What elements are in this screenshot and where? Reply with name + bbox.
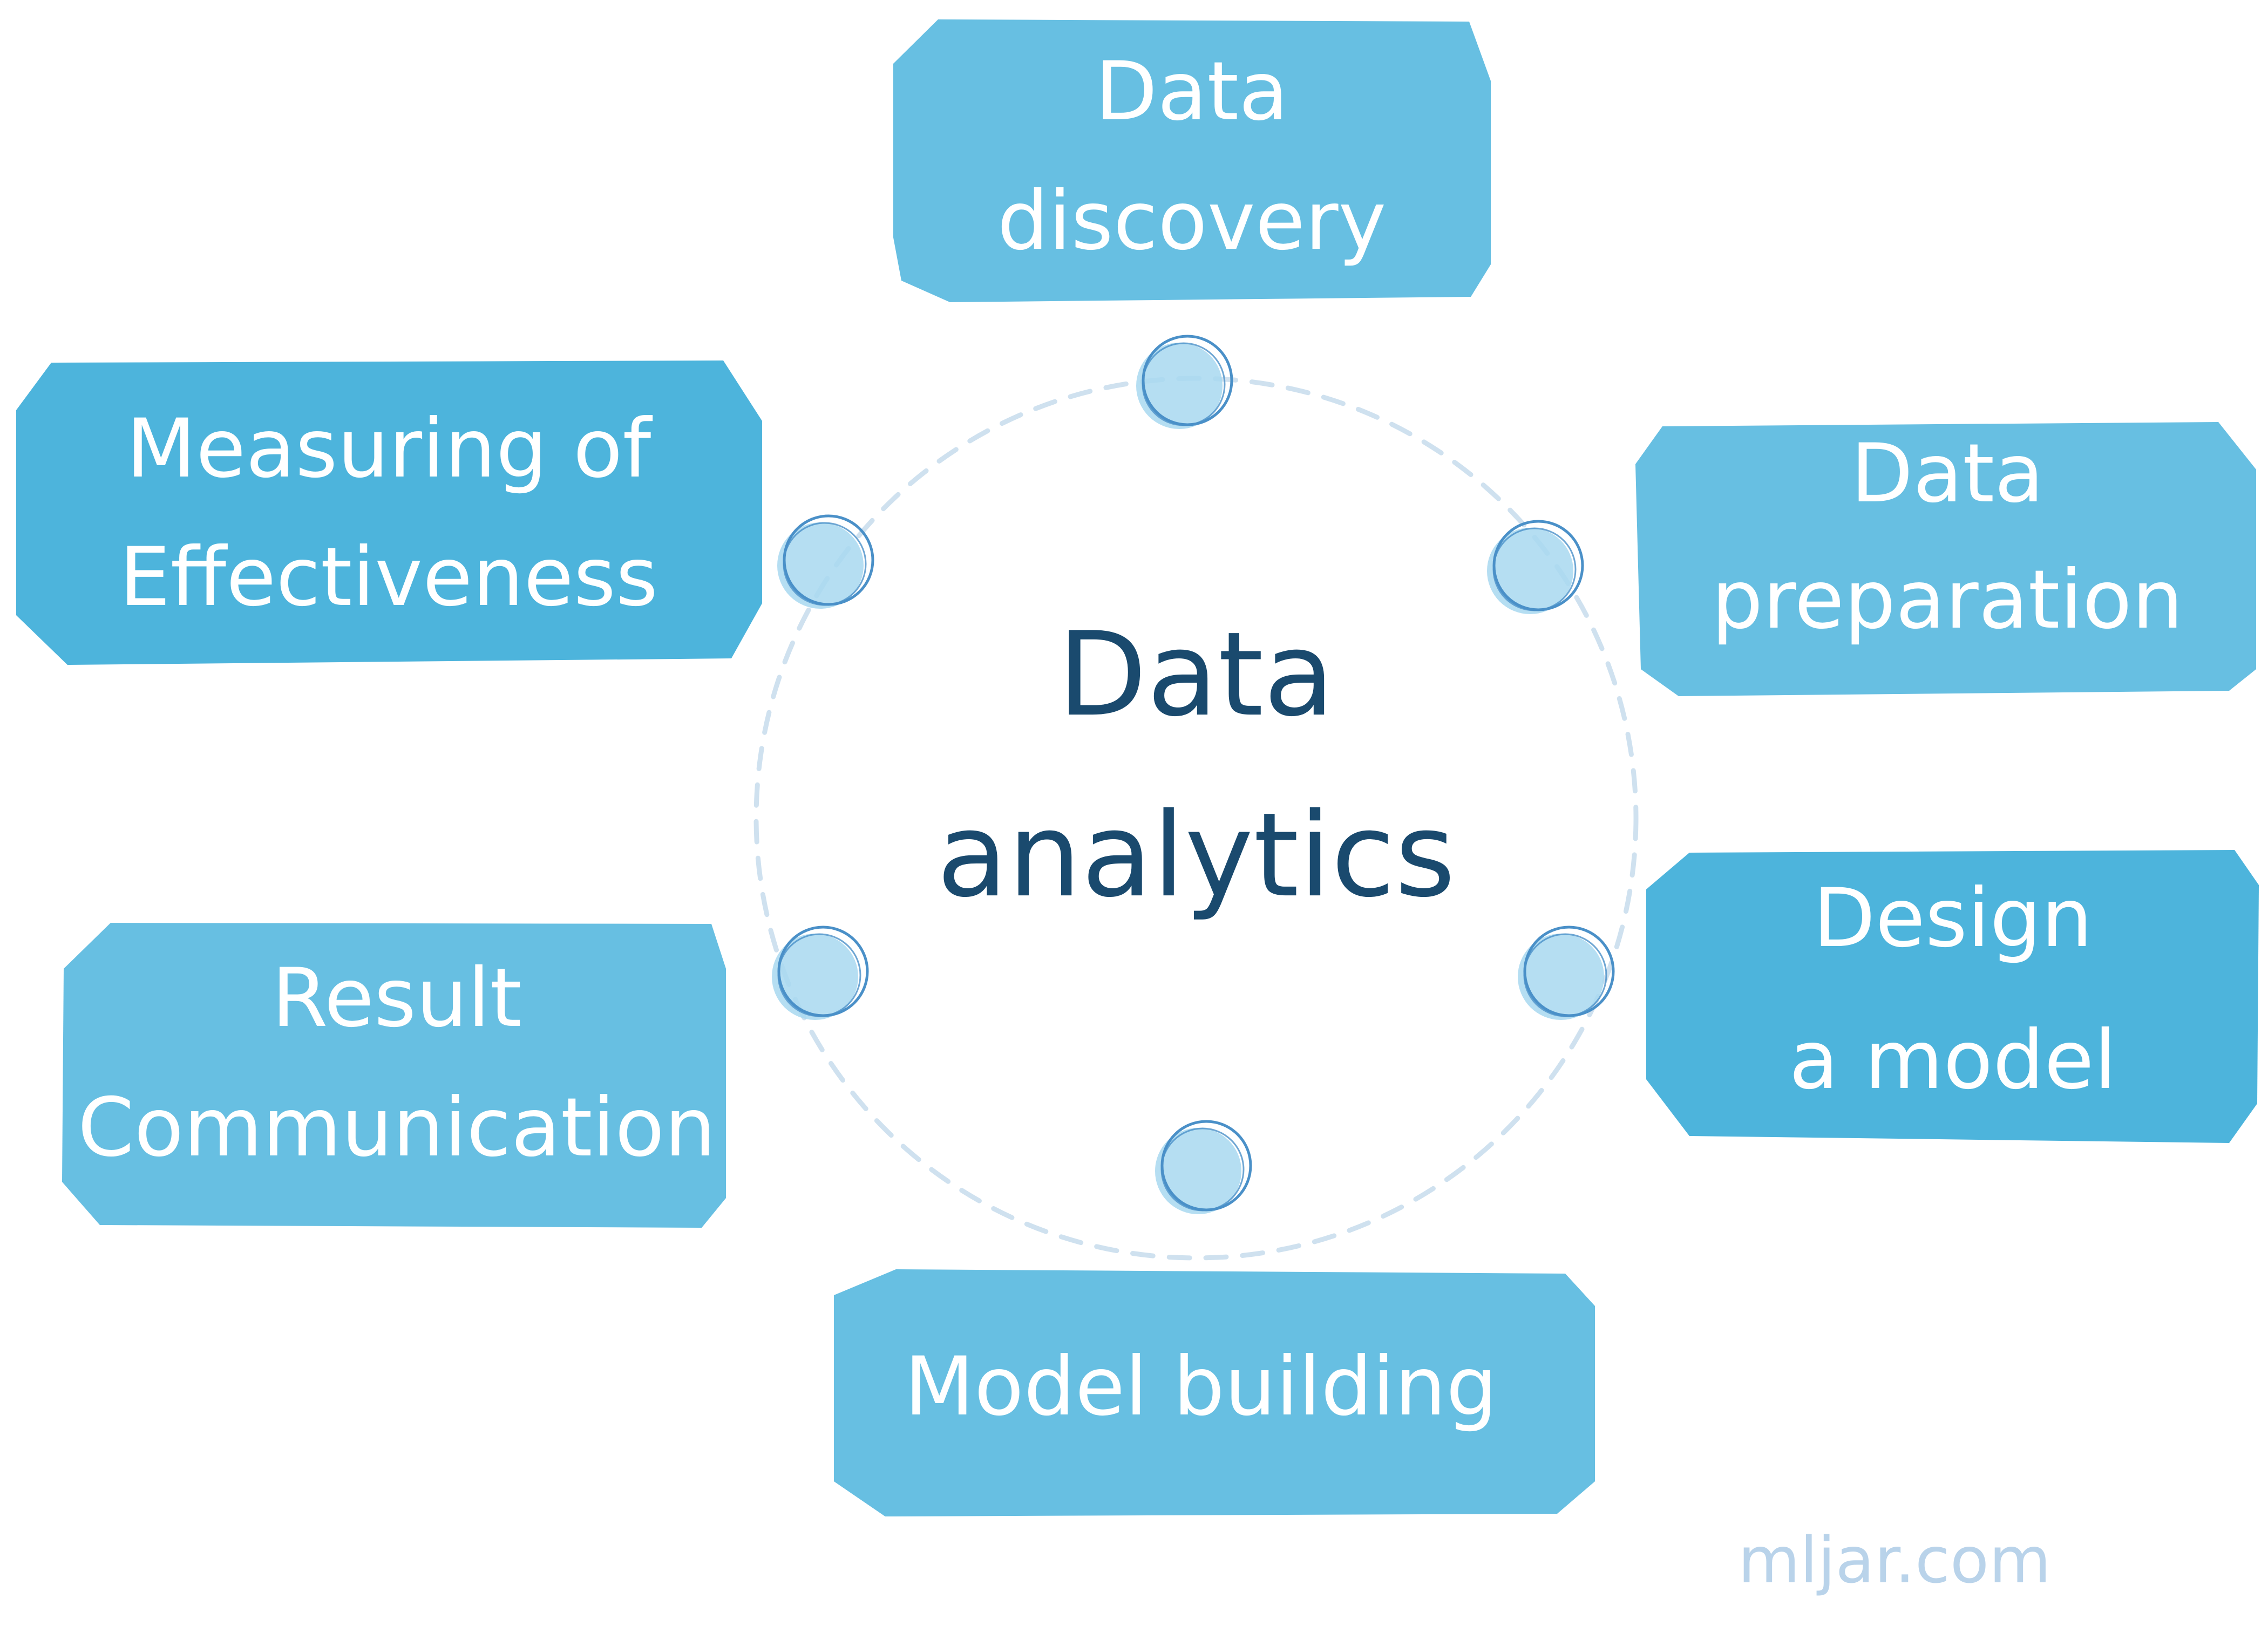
stage-box-data-preparation	[1635, 422, 2256, 696]
node-model-building	[1155, 1120, 1252, 1214]
stage-measuring-of-effectiveness: Measuring of Effectiveness	[16, 360, 762, 665]
stage-label-line1: Data	[1095, 45, 1288, 139]
stage-result-communication: Result Communication	[62, 923, 726, 1228]
stage-box-result-communication	[62, 923, 726, 1228]
stage-box-data-discovery	[893, 19, 1491, 302]
center-label-line2: analytics	[937, 787, 1456, 923]
node-design-a-model	[1518, 926, 1615, 1020]
stage-data-discovery: Data discovery	[893, 19, 1491, 302]
stage-data-preparation: Data preparation	[1635, 422, 2256, 696]
stage-box-measuring-of-effectiveness	[16, 360, 762, 665]
stage-label-line1: Data	[1851, 427, 2044, 521]
stage-label-line1: Model building	[905, 1340, 1498, 1434]
node-measuring-of-effectiveness	[777, 514, 874, 609]
node-data-preparation	[1487, 520, 1584, 614]
brand-text: mljar.com	[1738, 1523, 2051, 1597]
node-data-discovery	[1136, 335, 1233, 429]
stage-label-line2: preparation	[1712, 553, 2183, 647]
stage-box-design-a-model	[1646, 850, 2259, 1143]
stage-label-line2: Communication	[78, 1081, 716, 1175]
stage-label-line1: Design	[1813, 872, 2093, 965]
stage-design-a-model: Design a model	[1646, 850, 2259, 1143]
stage-box-model-building	[834, 1269, 1595, 1516]
stage-label-line2: a model	[1789, 1013, 2117, 1107]
stage-label-line2: Effectiveness	[119, 530, 658, 624]
stage-label-line1: Result	[271, 951, 521, 1045]
node-result-communication	[772, 926, 869, 1020]
center-label: Data analytics	[937, 607, 1456, 923]
stage-label-line2: discovery	[997, 174, 1387, 268]
stage-model-building: Model building	[834, 1269, 1595, 1516]
center-label-line1: Data	[1057, 607, 1334, 742]
stage-label-line1: Measuring of	[126, 402, 653, 496]
stage-nodes	[772, 335, 1615, 1214]
